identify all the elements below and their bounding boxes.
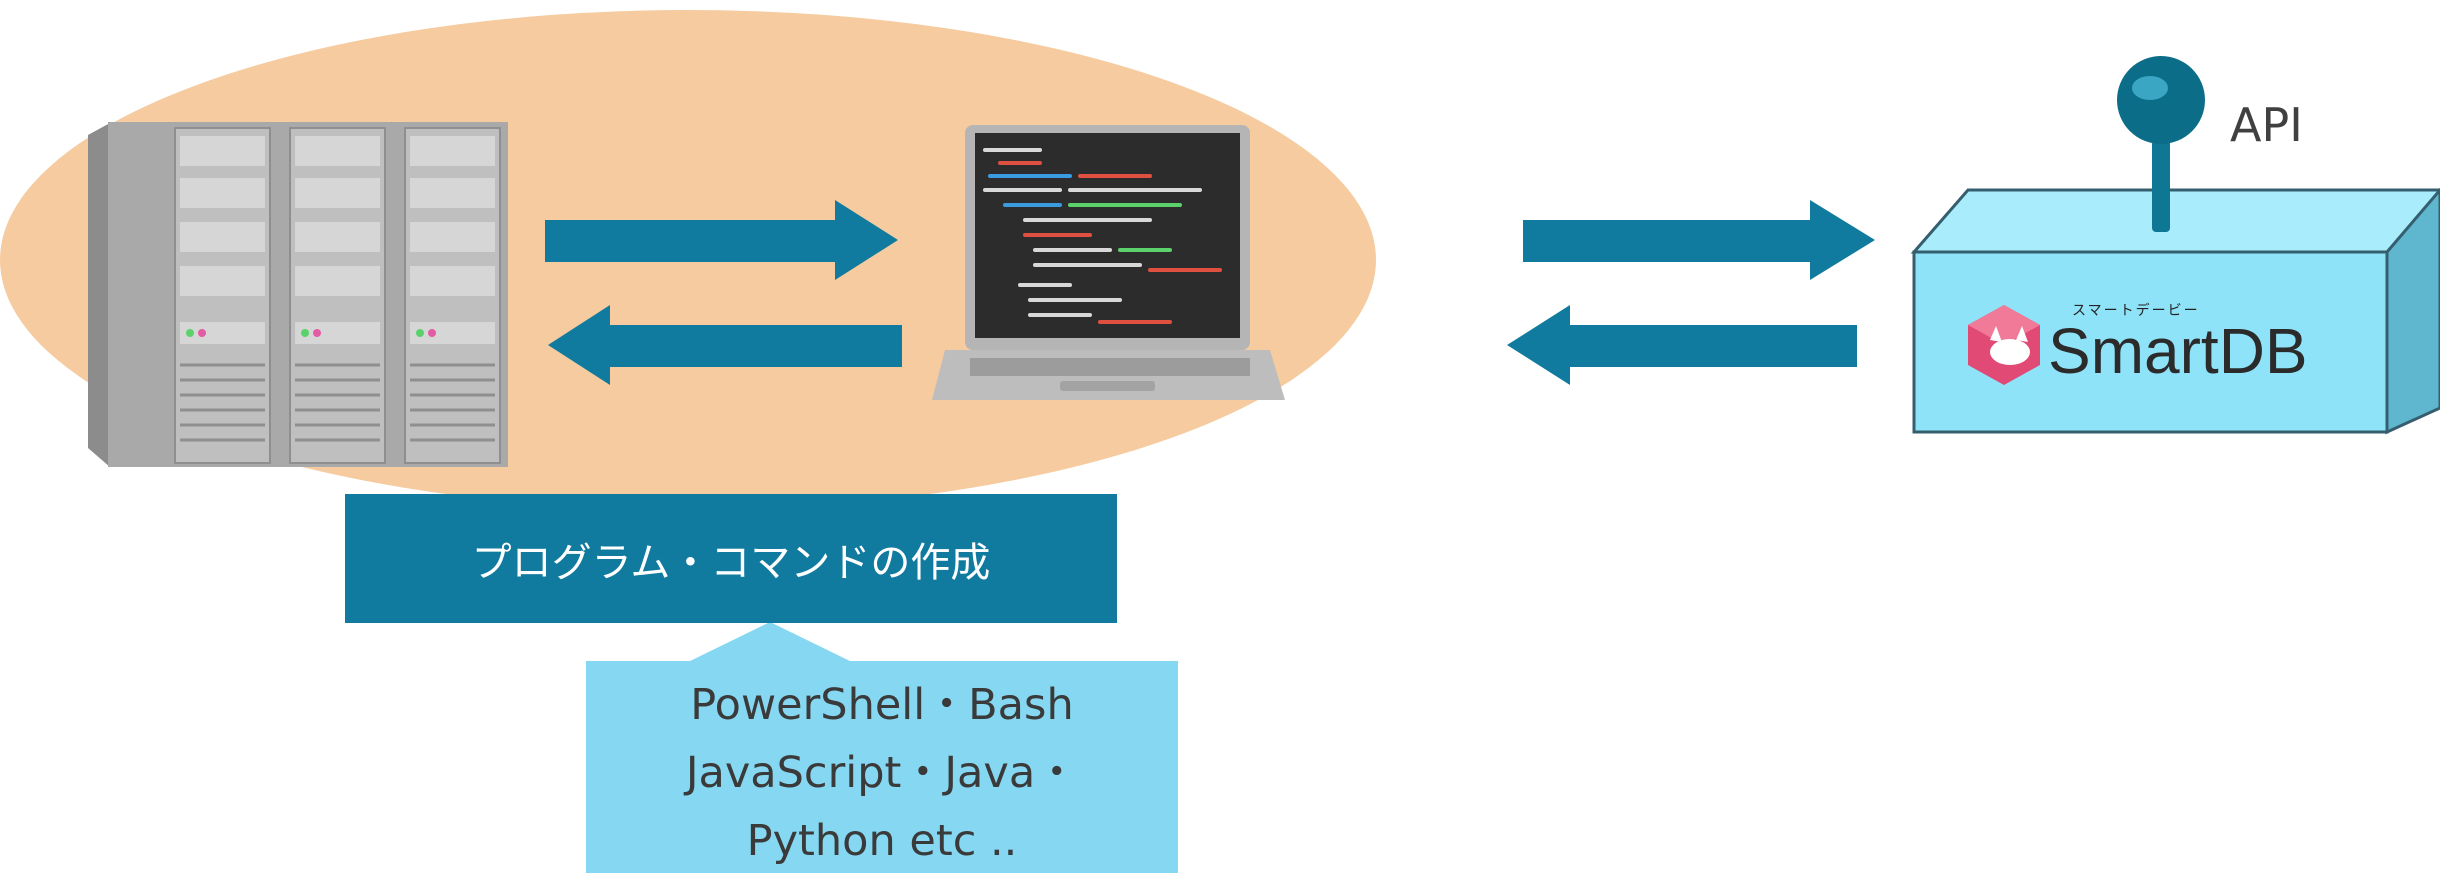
arrow-right-to-laptop xyxy=(545,200,898,280)
smartdb-kana: スマートデービー xyxy=(2072,303,2200,319)
program-command-label: プログラム・コマンドの作成 xyxy=(345,494,1117,623)
smartdb-name: SmartDB xyxy=(2048,315,2308,387)
smartdb-logo-icon xyxy=(1968,305,2040,385)
arrow-right-to-smartdb xyxy=(1523,200,1875,280)
languages-callout: PowerShell・Bash JavaScript・Java・ Python … xyxy=(586,661,1178,873)
database-box-icon xyxy=(1910,187,2440,435)
arrow-left-to-laptop xyxy=(1507,305,1857,385)
language-line: PowerShell・Bash xyxy=(690,680,1074,730)
api-knob-icon xyxy=(2117,56,2205,232)
arrow-left-to-server xyxy=(548,305,902,385)
language-line: Python etc .. xyxy=(746,816,1018,866)
laptop-code-icon xyxy=(932,125,1285,400)
server-rack-icon xyxy=(88,122,508,467)
smartdb-brand: スマートデービー SmartDB xyxy=(1962,300,2322,400)
language-line: JavaScript・Java・ xyxy=(685,748,1079,798)
callout-pointer xyxy=(688,622,852,662)
step-label-text: プログラム・コマンドの作成 xyxy=(471,539,991,586)
api-label: API xyxy=(2230,98,2303,152)
